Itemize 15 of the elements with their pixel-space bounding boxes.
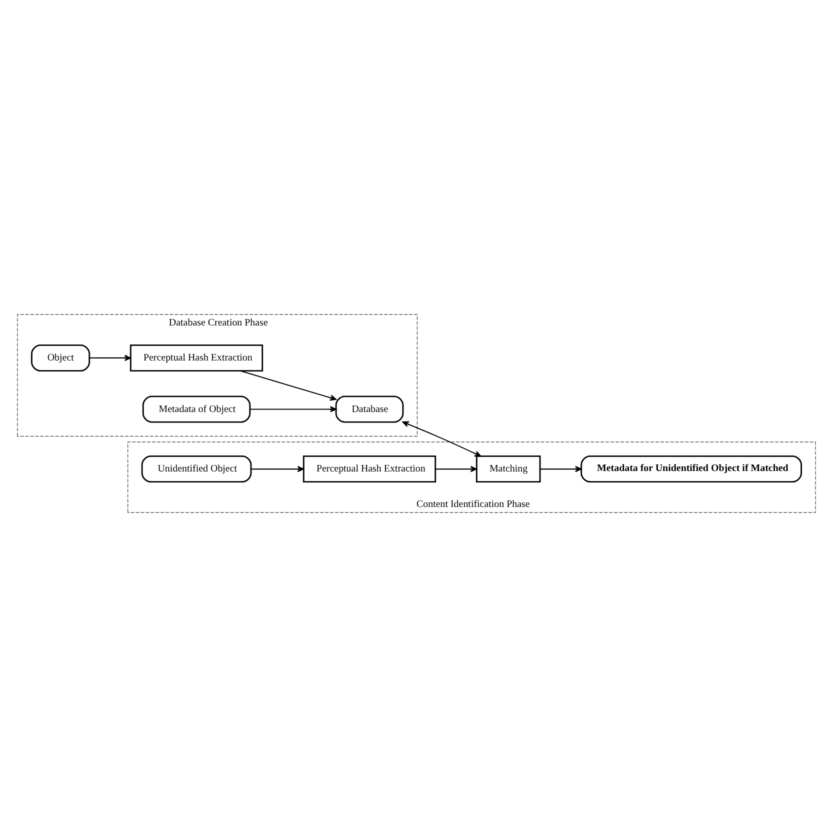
node-box: Database xyxy=(335,395,404,422)
arrow xyxy=(89,354,132,361)
arrow xyxy=(251,465,304,472)
node-box: Object xyxy=(31,344,90,371)
arrow xyxy=(540,465,582,472)
arrow xyxy=(436,465,477,472)
node-box: Perceptual Hash Extraction xyxy=(130,344,264,371)
arrow xyxy=(402,420,482,456)
node-box: Matching xyxy=(476,455,541,482)
arrow xyxy=(240,370,337,400)
node-box: Unidentified Object xyxy=(141,455,252,482)
node-box: Metadata for Unidentified Object if Matched xyxy=(580,455,802,482)
node-box: Metadata of Object xyxy=(142,395,251,422)
node-box: Perceptual Hash Extraction xyxy=(302,455,436,482)
arrow xyxy=(250,406,337,412)
